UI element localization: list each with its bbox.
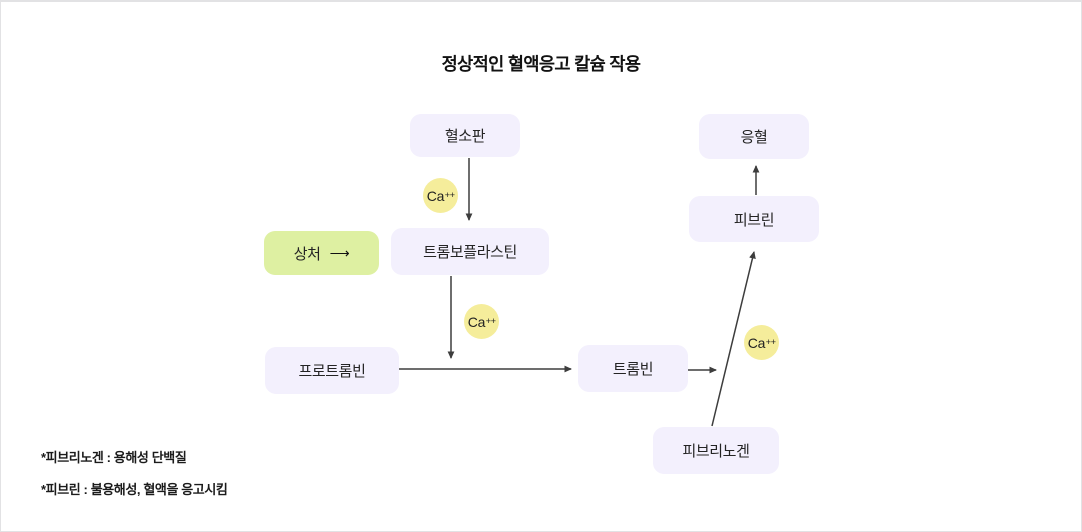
node-prothrombin: 프로트롬빈 [265,347,399,394]
node-thromboplastin-label: 트롬보플라스틴 [423,244,517,261]
footnote-fibrinogen: *피브리노겐 : 용해성 단백질 [41,450,187,465]
calcium-superscript: ++ [444,189,455,200]
calcium-label: Ca [467,313,486,330]
node-fibrinogen-label: 피브리노겐 [682,443,750,460]
node-fibrin: 피브린 [689,196,819,242]
node-wound: 상처 ⟶ [264,231,379,275]
right-arrow-icon: ⟶ [329,244,350,261]
calcium-superscript: ++ [765,336,776,347]
calcium-label: Ca [747,334,766,351]
calcium-badge-2: Ca++ [464,304,499,339]
arrow-fibrinogen-to-fibrin [711,251,756,427]
node-fibrinogen: 피브리노겐 [653,427,779,474]
calcium-badge-1: Ca++ [423,178,458,213]
node-thromboplastin: 트롬보플라스틴 [391,228,549,275]
node-platelet-label: 혈소판 [444,128,486,145]
node-thrombin: 트롬빈 [578,345,688,392]
page-title: 정상적인 혈액응고 칼슘 작용 [441,54,641,74]
node-platelet: 혈소판 [410,114,520,157]
calcium-label: Ca [426,187,445,204]
footnote-fibrin: *피브린 : 불용해성, 혈액을 응고시킴 [41,482,228,497]
calcium-badge-3: Ca++ [744,325,779,360]
calcium-superscript: ++ [485,315,496,326]
node-clot: 응혈 [699,114,809,159]
node-clot-label: 응혈 [740,129,768,146]
node-fibrin-label: 피브린 [733,211,775,229]
node-thrombin-label: 트롬빈 [612,361,654,378]
node-prothrombin-label: 프로트롬빈 [298,363,366,380]
node-wound-label: 상처 [293,245,321,263]
